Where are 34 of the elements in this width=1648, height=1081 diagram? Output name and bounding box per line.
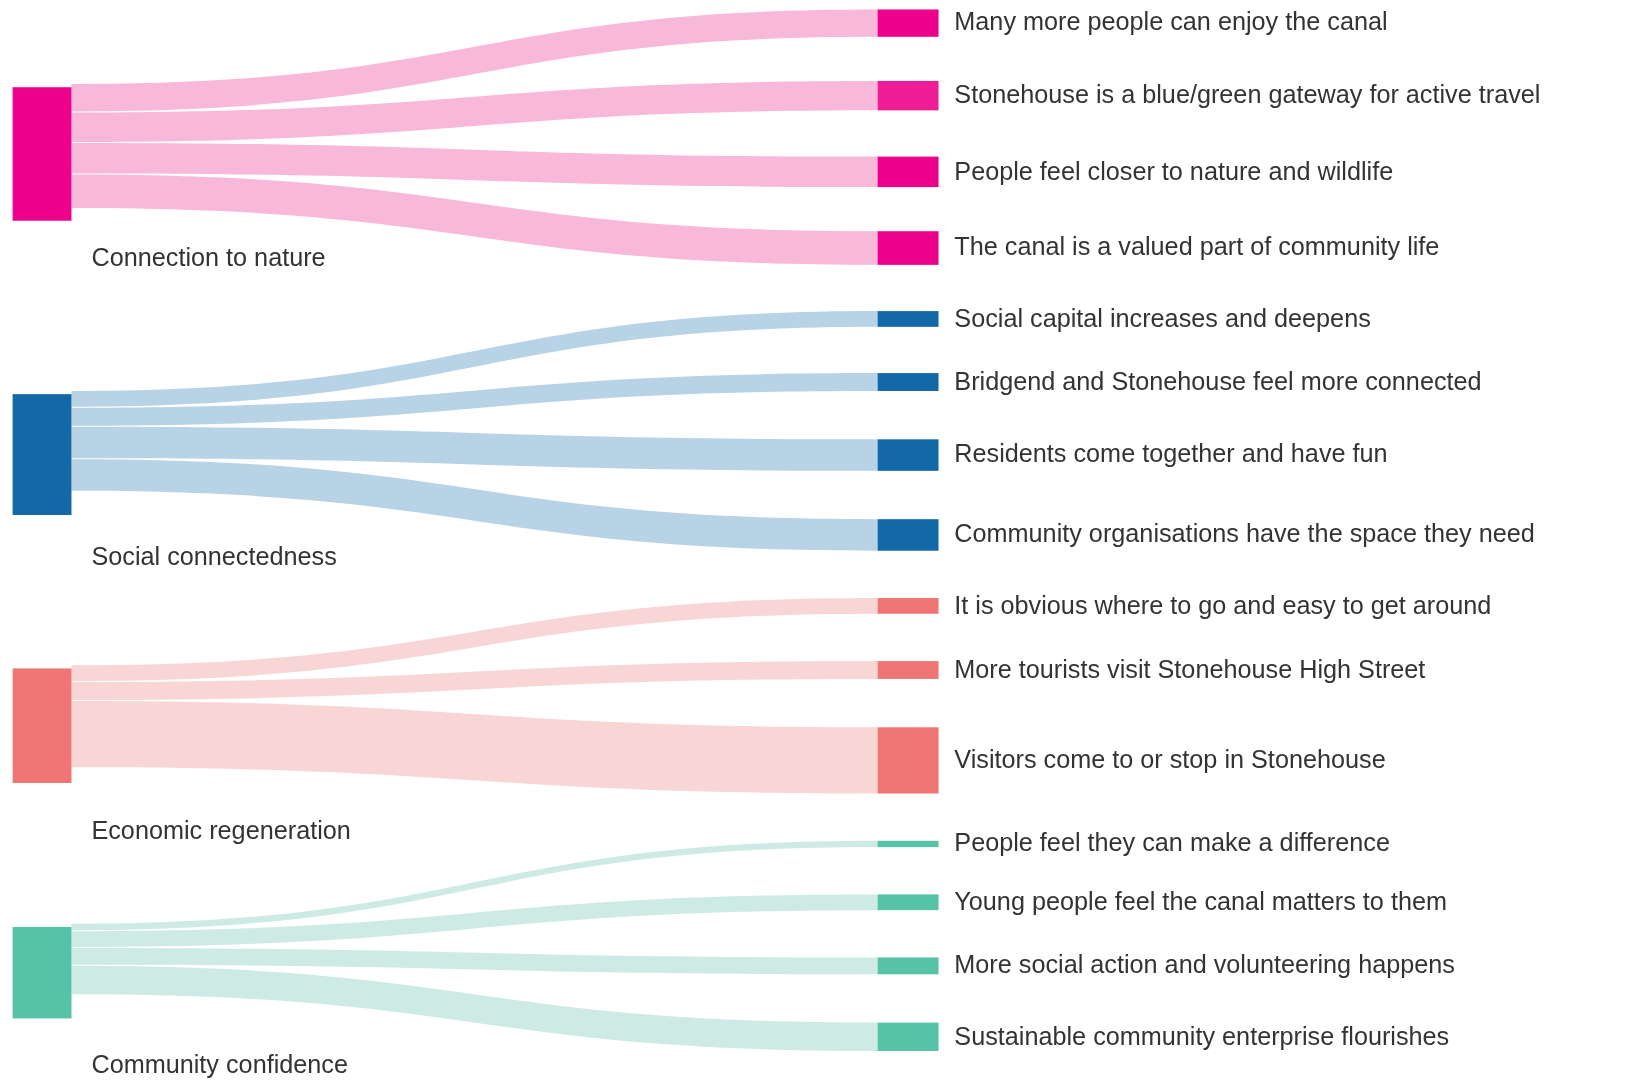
flow-ribbon [71, 948, 878, 975]
node-label: Connection to nature [91, 242, 326, 273]
flow-ribbon [71, 142, 878, 188]
flow-ribbon [71, 598, 878, 682]
flow-ribbon [71, 311, 878, 407]
node-label: People feel closer to nature and wildlife [954, 156, 1394, 186]
node-label: It is obvious where to go and easy to get around [954, 590, 1492, 620]
flow-ribbon [71, 894, 878, 947]
node-label: Visitors come to or stop in Stonehouse [954, 744, 1386, 775]
node-label: Social connectedness [91, 542, 337, 572]
node-label: More social action and volunteering happens [954, 950, 1455, 980]
flow-ribbon [71, 965, 878, 1051]
flow-ribbon [71, 701, 878, 794]
flow-ribbon [71, 661, 878, 700]
node-label: Many more people can enjoy the canal [954, 7, 1388, 37]
flow-ribbon [71, 840, 878, 931]
node-label: Stonehouse is a blue/green gateway for active travel [954, 79, 1541, 110]
node-label: People feel they can make a difference [954, 828, 1390, 858]
flow-ribbon [71, 9, 878, 112]
node-label: Community organisations have the space they need [954, 519, 1535, 549]
flow-ribbon [71, 459, 878, 551]
flow-ribbon [71, 174, 878, 265]
node-label: Bridgend and Stonehouse feel more connected [954, 366, 1482, 396]
node-label: Young people feel the canal matters to them [954, 886, 1447, 916]
node-label: Economic regeneration [91, 815, 351, 845]
node-label: Community confidence [91, 1049, 348, 1080]
node-label: Sustainable community enterprise flourishes [954, 1021, 1450, 1051]
flow-ribbon [71, 373, 878, 426]
flow-ribbon [71, 426, 878, 471]
node-label: Residents come together and have fun [954, 439, 1388, 469]
node-label: The canal is a valued part of community life [954, 232, 1440, 262]
node-label: More tourists visit Stonehouse High Street [954, 654, 1426, 684]
flow-ribbon [71, 80, 878, 142]
node-label: Social capital increases and deepens [954, 303, 1371, 333]
